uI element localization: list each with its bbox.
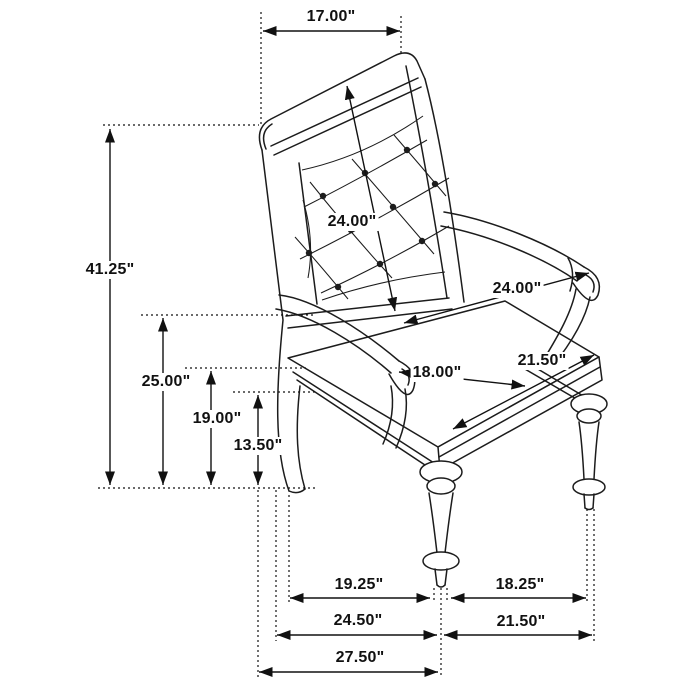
dimension-label-seat-height: 19.00"	[190, 410, 244, 428]
front-left-leg	[419, 460, 463, 588]
chair-illustration	[258, 52, 608, 588]
front-right-leg	[570, 393, 608, 511]
dimension-label-base-depth: 24.50"	[331, 612, 385, 630]
dimension-label-apron-height: 13.50"	[231, 437, 285, 455]
dimension-label-arm-height: 25.00"	[139, 373, 193, 391]
dimension-label-overall-height: 41.25"	[83, 261, 137, 279]
left-armrest	[275, 294, 416, 449]
chair-seat	[287, 300, 603, 471]
dimension-label-top-width: 17.00"	[304, 8, 358, 26]
dimension-label-base-width: 21.50"	[494, 613, 548, 631]
dimension-label-seat-depth: 18.00"	[410, 364, 464, 382]
extension-lines	[98, 12, 595, 677]
dimension-label-back-height: 24.00"	[325, 213, 379, 231]
dimension-label-seat-width: 21.50"	[515, 352, 569, 370]
tufted-back-panel	[294, 115, 450, 301]
dimension-label-overall-base-depth: 27.50"	[333, 649, 387, 667]
dimension-label-front-span-right: 18.25"	[493, 576, 547, 594]
dimension-label-front-span-left: 19.25"	[332, 576, 386, 594]
dimension-label-overall-depth: 24.00"	[490, 280, 544, 298]
